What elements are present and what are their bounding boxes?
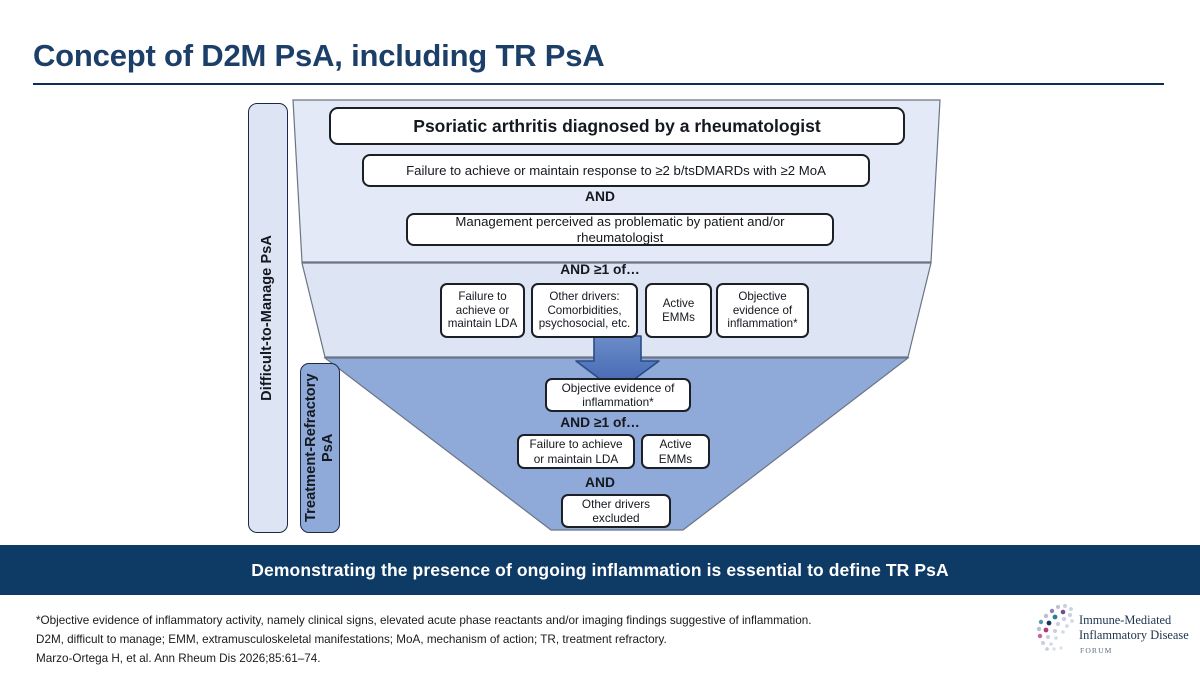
footnote-reference: Marzo-Ortega H, et al. Ann Rheum Dis 202… (36, 651, 321, 665)
box-objective-evidence: Objective evidence of inflammation* (545, 378, 691, 412)
box-dark-option-2: Active EMMs (641, 434, 710, 469)
logo-forum-label: FORUM (1080, 646, 1113, 655)
key-message-banner: Demonstrating the presence of ongoing in… (0, 545, 1200, 595)
connector-and-1: AND (585, 189, 615, 204)
box-light-option-4: Objective evidence of inflammation* (716, 283, 809, 338)
page-title: Concept of D2M PsA, including TR PsA (33, 38, 605, 73)
d2m-label: Difficult-to-Manage PsA (259, 235, 276, 401)
box-dark-option-1: Failure to achieve or maintain LDA (517, 434, 635, 469)
tr-label: Treatment-Refractory PsA (302, 373, 336, 523)
funnel-diagram: Difficult-to-Manage PsA Treatment-Refrac… (248, 99, 941, 533)
box-other-drivers-excluded: Other drivers excluded (561, 494, 671, 528)
imid-forum-logo: Immune-Mediated Inflammatory Disease FOR… (1032, 602, 1189, 666)
box-light-option-3: Active EMMs (645, 283, 712, 338)
title-underline (33, 83, 1164, 85)
down-arrow-icon (575, 335, 660, 393)
box-failure-response: Failure to achieve or maintain response … (362, 154, 870, 187)
box-light-option-1: Failure to achieve or maintain LDA (440, 283, 525, 338)
box-light-option-2: Other drivers: Comorbidities, psychosoci… (531, 283, 638, 338)
box-management: Management perceived as problematic by p… (406, 213, 834, 246)
logo-line-1: Immune-Mediated (1079, 613, 1172, 627)
connector-and-2: AND ≥1 of… (560, 262, 640, 277)
logo-swirl-icon (1036, 604, 1074, 651)
logo-name: Immune-Mediated Inflammatory Disease (1079, 613, 1189, 643)
footnote-line-2: D2M, difficult to manage; EMM, extramusc… (36, 632, 667, 646)
connector-and-3: AND ≥1 of… (560, 415, 640, 430)
sidebar-label-d2m: Difficult-to-Manage PsA (248, 103, 288, 533)
footnotes: *Objective evidence of inflammatory acti… (36, 612, 936, 669)
banner-text: Demonstrating the presence of ongoing in… (251, 559, 949, 580)
logo-line-2: Inflammatory Disease (1079, 628, 1189, 643)
footnote-line-1: *Objective evidence of inflammatory acti… (36, 614, 812, 627)
connector-and-4: AND (585, 475, 615, 490)
box-diagnosis: Psoriatic arthritis diagnosed by a rheum… (329, 107, 905, 145)
sidebar-label-tr: Treatment-Refractory PsA (300, 363, 340, 533)
